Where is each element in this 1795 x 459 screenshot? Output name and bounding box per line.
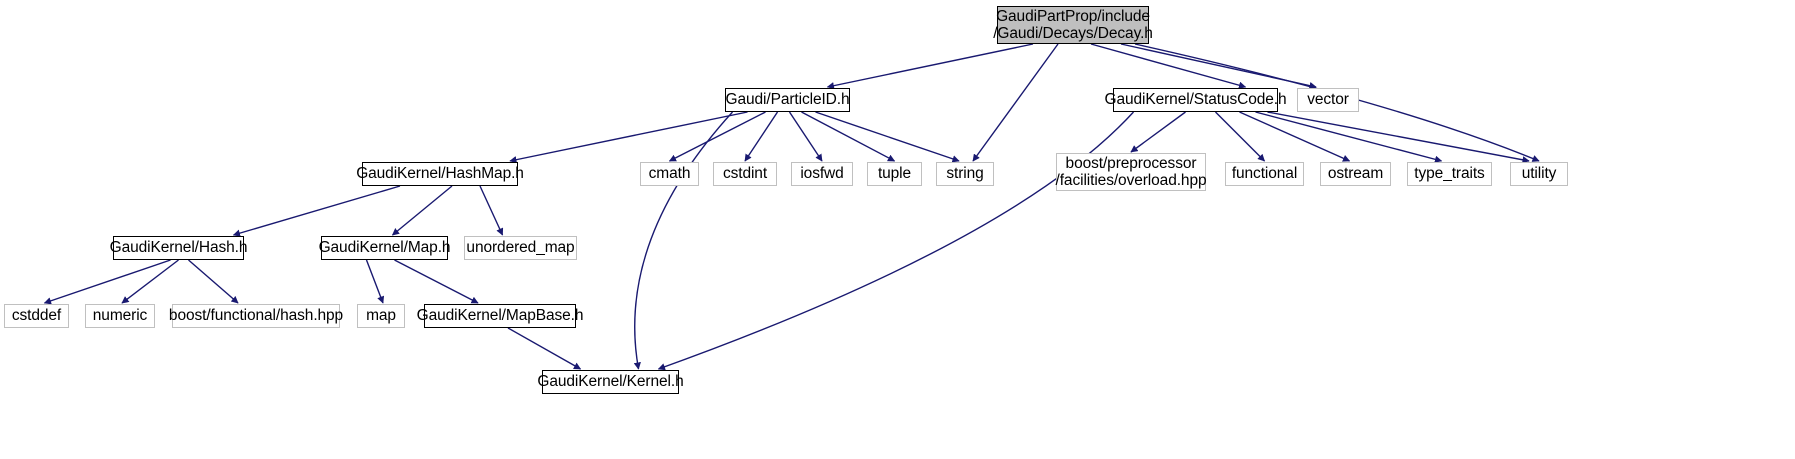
- graph-node-kernel[interactable]: GaudiKernel/Kernel.h: [537, 370, 684, 394]
- graph-node-hashmap[interactable]: GaudiKernel/HashMap.h: [356, 162, 524, 186]
- edge-statuscode-to-ostream: [1239, 111, 1351, 162]
- graph-node-utility[interactable]: utility: [1510, 162, 1568, 186]
- edge-decay-to-vector: [1120, 43, 1317, 90]
- edge-hash-to-numeric: [121, 259, 179, 304]
- edge-particleid-to-tuple: [801, 111, 896, 162]
- edge-hashmap-to-map_h: [391, 185, 453, 236]
- edge-hashmap-to-unordered_map: [479, 185, 504, 236]
- graph-node-decay[interactable]: GaudiPartProp/include /Gaudi/Decays/Deca…: [993, 6, 1153, 44]
- edge-hash-to-boosthash: [188, 259, 239, 304]
- edge-map_h-to-map: [365, 259, 385, 304]
- graph-node-type_traits[interactable]: type_traits: [1407, 162, 1492, 186]
- graph-node-cstdint[interactable]: cstdint: [713, 162, 777, 186]
- edge-particleid-to-cstdint: [744, 111, 779, 162]
- graph-node-mapbase[interactable]: GaudiKernel/MapBase.h: [417, 304, 583, 328]
- graph-node-cstddef[interactable]: cstddef: [4, 304, 69, 328]
- edge-particleid-to-kernel: [633, 111, 734, 370]
- edge-statuscode-to-kernel: [657, 111, 1135, 371]
- graph-node-string[interactable]: string: [936, 162, 994, 186]
- edge-particleid-to-iosfwd: [788, 111, 823, 162]
- graph-node-iosfwd[interactable]: iosfwd: [791, 162, 853, 186]
- graph-node-boosthash[interactable]: boost/functional/hash.hpp: [169, 304, 343, 328]
- graph-node-tuple[interactable]: tuple: [867, 162, 922, 186]
- graph-node-map_h[interactable]: GaudiKernel/Map.h: [319, 236, 451, 260]
- edge-particleid-to-string: [815, 111, 960, 163]
- edge-statuscode-to-utility: [1267, 111, 1530, 164]
- edge-decay-to-particleid: [826, 43, 1034, 90]
- edge-statuscode-to-functional: [1215, 111, 1266, 162]
- graph-node-hash[interactable]: GaudiKernel/Hash.h: [110, 236, 248, 260]
- graph-node-functional[interactable]: functional: [1225, 162, 1304, 186]
- graph-node-statuscode[interactable]: GaudiKernel/StatusCode.h: [1105, 88, 1287, 112]
- edge-particleid-to-hashmap: [509, 111, 748, 164]
- edge-statuscode-to-type_traits: [1255, 111, 1443, 163]
- edge-decay-to-string: [972, 43, 1059, 162]
- graph-node-map[interactable]: map: [357, 304, 405, 328]
- graph-node-vector[interactable]: vector: [1297, 88, 1359, 112]
- edge-hashmap-to-hash: [232, 185, 401, 237]
- edge-mapbase-to-kernel: [507, 327, 582, 370]
- edge-particleid-to-cmath: [668, 111, 766, 162]
- edge-decay-to-statuscode: [1090, 43, 1247, 89]
- graph-node-particleid[interactable]: Gaudi/ParticleID.h: [725, 88, 850, 112]
- edge-statuscode-to-boostoverload: [1130, 111, 1186, 153]
- graph-node-unordered_map[interactable]: unordered_map: [464, 236, 577, 260]
- graph-node-boostoverload[interactable]: boost/preprocessor /facilities/overload.…: [1055, 153, 1207, 191]
- graph-node-numeric[interactable]: numeric: [85, 304, 155, 328]
- edge-hash-to-cstddef: [43, 259, 171, 305]
- graph-node-cmath[interactable]: cmath: [640, 162, 699, 186]
- edge-map_h-to-mapbase: [394, 259, 479, 304]
- graph-node-ostream[interactable]: ostream: [1320, 162, 1391, 186]
